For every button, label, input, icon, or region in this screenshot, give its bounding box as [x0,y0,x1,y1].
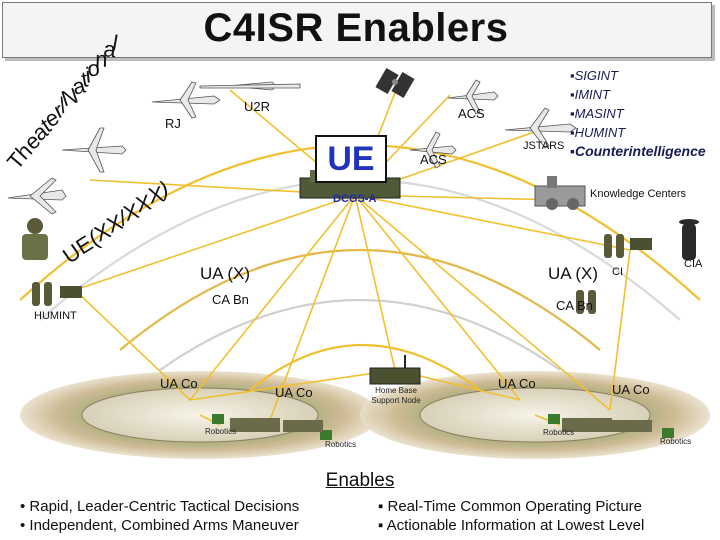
bullet-item: ▪ Real-Time Common Operating Picture [378,498,643,515]
home-base-vehicle-icon [369,355,421,385]
ua-co-label: UA Co [612,382,650,397]
satellite-icon [375,67,415,99]
robotics-label: Robotics [205,427,237,436]
ue-soldier-icon [22,218,48,260]
ca-bn-left-label: CA Bn [212,292,249,307]
ue-label: UE [315,135,387,183]
bullets-right: ▪ Real-Time Common Operating Picture ▪ A… [378,497,644,535]
global-hawk-icon [7,177,67,215]
intel-item: ▪IMINT [570,87,610,102]
uav-aircraft-icon [61,127,127,173]
u2r-label: U2R [244,99,271,114]
cia-label: CIA [684,258,703,270]
rj-label: RJ [165,116,181,131]
robotics-label: Robotics [543,428,575,437]
ua-left-soldiers-icon [32,282,82,306]
robotics-label: Robotics [325,440,357,449]
page-title: C4ISR Enablers [203,6,509,50]
ci-label: CI [612,266,623,278]
bullets-left: • Rapid, Leader-Centric Tactical Decisio… [20,497,299,535]
robotics-vehicle-icons [212,414,674,440]
acs-top-label: ACS [458,106,485,121]
ua-co-label: UA Co [498,376,536,391]
knowledge-centers-label: Knowledge Centers [590,188,687,200]
ua-co-label: UA Co [275,385,313,400]
acs-mid-label: ACS [420,152,447,167]
bullet-item: • Independent, Combined Arms Maneuver [20,517,299,534]
ua-co-label: UA Co [160,376,198,391]
intel-item: ▪Counterintelligence [570,143,706,159]
bullet-item: • Rapid, Leader-Centric Tactical Decisio… [20,498,300,515]
intel-item: ▪SIGINT [570,68,618,83]
ua-co-unit-icons [230,418,652,432]
ground-plane [20,371,710,459]
ca-bn-right-label: CA Bn [556,298,593,313]
home-base-label: Home Base Support Node [371,386,421,405]
rj-aircraft-icon [151,81,221,119]
ua-left-label: UA (X) [200,264,251,283]
intelligence-list: ▪SIGINT ▪IMINT ▪MASINT ▪HUMINT ▪Counteri… [570,66,706,161]
jstars-aircraft-icon [504,107,577,149]
humint-label: HUMINT [34,310,77,322]
title-box [2,2,712,58]
acs-aircraft-mid-icon [409,131,457,169]
intel-item: ▪MASINT [570,106,624,121]
dcgs-label: DCGS-A [333,193,377,205]
jstars-label: JSTARS [523,140,565,152]
robotics-label: Robotics [660,437,692,446]
ua-right-soldiers-icon [604,234,652,258]
bullet-item: ▪ Actionable Information at Lowest Level [378,517,645,534]
ua-right-label: UA (X) [548,264,599,283]
ca-bn-right-soldiers-icon [576,290,596,314]
cia-agent-icon [679,219,699,260]
intel-item: ▪HUMINT [570,125,626,140]
acs-aircraft-top-icon [447,79,499,115]
u2r-aircraft-icon [199,81,301,91]
enables-heading: Enables [325,470,395,491]
knowledge-center-icon [534,176,586,210]
